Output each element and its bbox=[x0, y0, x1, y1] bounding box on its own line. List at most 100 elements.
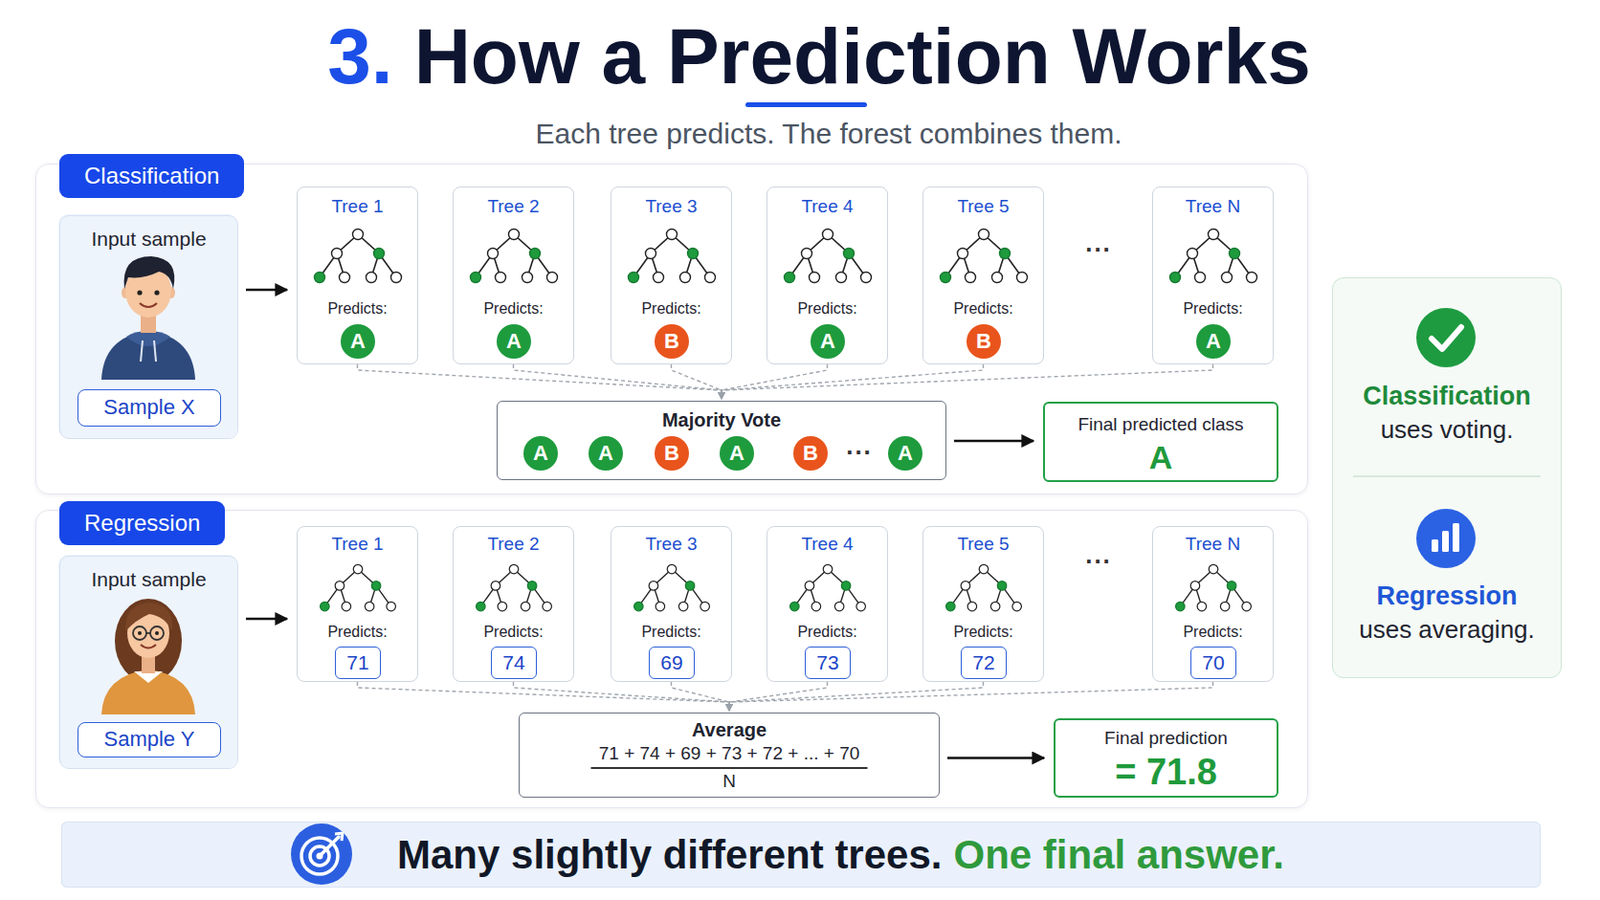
eye bbox=[154, 289, 159, 295]
tree-node bbox=[783, 272, 795, 284]
banner: Many slightly different trees.One final … bbox=[61, 822, 1541, 889]
vote-link bbox=[671, 364, 723, 400]
ellipsis: ... bbox=[1085, 541, 1112, 569]
prediction-circle: A bbox=[1196, 324, 1231, 359]
node-text: Tree 3 bbox=[644, 196, 697, 218]
hoodie bbox=[101, 331, 196, 380]
tree-box: Tree 2Predicts:A bbox=[452, 186, 575, 365]
check-icon bbox=[1416, 308, 1476, 368]
node-text: A bbox=[897, 441, 913, 467]
node-text: 73 bbox=[816, 650, 839, 675]
tree-node bbox=[652, 272, 664, 284]
prediction-value: 73 bbox=[804, 646, 851, 680]
title-row: 3.How a Prediction Works bbox=[19, 13, 1600, 100]
input-box: Input sampleSample X bbox=[59, 215, 239, 440]
input-fill bbox=[58, 214, 238, 439]
node-text: Predicts: bbox=[327, 299, 387, 319]
bar bbox=[1442, 531, 1449, 553]
average-box: Average71 + 74 + 69 + 73 + 72 + ... + 70… bbox=[518, 712, 940, 799]
tree-node bbox=[834, 601, 845, 612]
node-text: A bbox=[598, 441, 614, 467]
flow-arrow bbox=[245, 618, 288, 622]
target-icon bbox=[290, 823, 353, 886]
vote-box: Majority VoteAABABA bbox=[496, 400, 947, 481]
man-figure bbox=[101, 256, 196, 380]
node-text: A bbox=[533, 441, 549, 467]
node-text: Tree N bbox=[1185, 196, 1241, 218]
bar bbox=[1431, 539, 1439, 553]
tree-node bbox=[956, 248, 968, 260]
node-text: A bbox=[350, 329, 366, 355]
tree-node bbox=[1194, 272, 1205, 284]
string bbox=[140, 340, 143, 362]
flow-arrow bbox=[947, 756, 1045, 760]
smile bbox=[139, 303, 157, 308]
vote-link bbox=[357, 682, 731, 712]
node-text: Predicts: bbox=[953, 299, 1013, 319]
node-text: Sample X bbox=[103, 395, 195, 421]
tree-node bbox=[633, 601, 644, 612]
tree-node bbox=[627, 272, 639, 284]
tree-node bbox=[945, 601, 956, 612]
tree-node bbox=[1226, 581, 1237, 592]
prediction-value: 71 bbox=[334, 646, 381, 680]
tree-box: Tree 3Predicts:B bbox=[610, 186, 733, 365]
tree-node bbox=[860, 272, 871, 284]
tree-icon bbox=[1165, 227, 1262, 286]
sample-box: Sample X bbox=[77, 389, 222, 427]
tree-node bbox=[841, 581, 851, 592]
tree-box: Tree 2Predicts:74 bbox=[452, 526, 575, 683]
vote-circle: A bbox=[719, 436, 755, 471]
string bbox=[154, 340, 156, 362]
tree-icon bbox=[466, 227, 562, 286]
tree-node bbox=[520, 601, 531, 612]
hair bbox=[124, 256, 176, 289]
smile bbox=[140, 644, 156, 649]
node-text: Tree 2 bbox=[487, 196, 539, 218]
target-arrow bbox=[320, 837, 339, 856]
vote-circle: B bbox=[793, 436, 828, 471]
vote-link bbox=[671, 682, 731, 712]
tree-node bbox=[529, 248, 540, 260]
tree-node bbox=[487, 248, 498, 260]
node-text: A bbox=[506, 329, 522, 355]
tree-node bbox=[1208, 564, 1219, 575]
node-text: Input sample bbox=[90, 227, 206, 251]
tree-node bbox=[1220, 601, 1230, 612]
tree-node bbox=[546, 272, 557, 284]
tree-box: Tree 3Predicts:69 bbox=[610, 526, 733, 683]
tree-node bbox=[800, 248, 812, 260]
tree-node bbox=[373, 248, 384, 260]
node-text: Tree N bbox=[1185, 533, 1241, 556]
tree-node bbox=[808, 272, 820, 284]
sweater bbox=[101, 669, 196, 715]
sample-box: Sample Y bbox=[77, 722, 222, 758]
tree-icon bbox=[623, 563, 720, 614]
tree-node bbox=[390, 272, 401, 284]
tree-node bbox=[1197, 601, 1207, 612]
ellipsis: ... bbox=[845, 432, 873, 460]
panel: RegressionInput sampleSample YTree 1Pred… bbox=[35, 510, 1309, 809]
node-text: 69 bbox=[660, 650, 683, 675]
hood bbox=[126, 331, 171, 347]
tree-node bbox=[494, 272, 506, 284]
target-ring bbox=[301, 838, 338, 875]
tree-node bbox=[789, 601, 800, 612]
node-text: 70 bbox=[1201, 650, 1224, 675]
tree-node bbox=[999, 248, 1010, 260]
node-text: Input sample bbox=[90, 568, 206, 592]
node-text: uses averaging. bbox=[1333, 614, 1561, 645]
prediction-circle: A bbox=[496, 324, 532, 359]
woman-figure bbox=[101, 599, 196, 715]
ellipsis: ... bbox=[1085, 229, 1112, 257]
tree-icon bbox=[623, 227, 720, 286]
node-text: = 71.8 bbox=[1114, 751, 1218, 794]
node-text: Regression bbox=[1333, 580, 1561, 612]
node-text: B bbox=[802, 441, 819, 467]
node-text: Predicts: bbox=[641, 299, 701, 319]
prediction-circle: A bbox=[340, 324, 376, 359]
tree-node bbox=[365, 272, 377, 284]
node-text: N bbox=[722, 771, 736, 793]
fraction-bar bbox=[591, 767, 868, 770]
node-text: Tree 5 bbox=[956, 196, 1009, 218]
